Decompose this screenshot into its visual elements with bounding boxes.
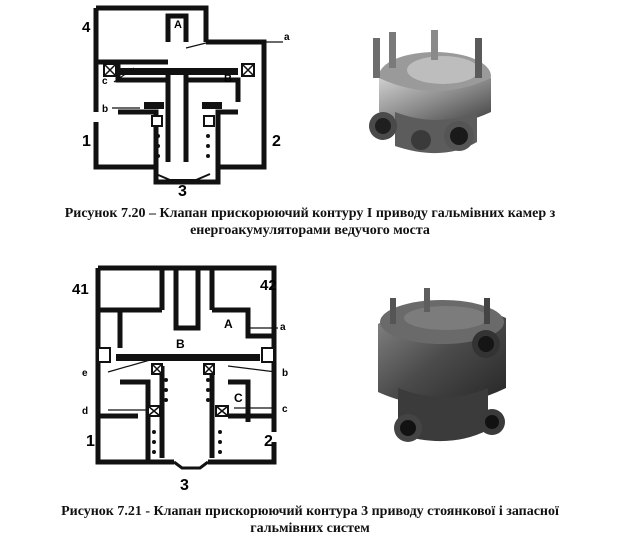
port-2-label: 2 — [272, 133, 281, 150]
callout-c-label: c — [282, 404, 288, 415]
callout-e-label: e — [82, 368, 88, 379]
callout-c-label: c — [102, 76, 108, 87]
figure-caption-7-20-line2: енергоакумуляторами ведучого моста — [190, 223, 430, 238]
port-2-label: 2 — [264, 433, 273, 450]
port-3-label: 3 — [180, 477, 189, 494]
port-4-label: 4 — [82, 19, 91, 36]
chamber-b-label: B — [176, 337, 185, 351]
callout-b-label: b — [282, 368, 288, 379]
port-42-label: 42 — [260, 277, 277, 294]
figure-caption-7-21-line2: гальмівних систем — [250, 521, 370, 536]
port-41-label: 41 — [72, 281, 89, 298]
figure-caption-7-21-line1: Рисунок 7.21 - Клапан прискорюючий конту… — [61, 504, 559, 519]
port-1-label: 1 — [82, 133, 91, 150]
chamber-b-label: B — [224, 73, 232, 85]
chamber-c-label: C — [234, 391, 243, 405]
port-1-label: 1 — [86, 433, 95, 450]
callout-a-label: a — [280, 322, 286, 333]
chamber-a-label: A — [224, 317, 233, 331]
chamber-a-label: A — [174, 19, 182, 31]
valve-schematic-7-20: 4 A B a c b 1 2 3 — [82, 5, 290, 200]
callout-d-label: d — [82, 406, 88, 417]
callout-a-label: a — [284, 32, 290, 43]
valve-photo-7-20 — [369, 30, 491, 154]
valve-photo-7-21 — [378, 288, 506, 442]
valve-schematic-7-21: 41 42 A B C a e b d c 1 2 3 — [72, 265, 288, 494]
port-3-label: 3 — [178, 183, 187, 200]
figure-caption-7-20-line1: Рисунок 7.20 – Клапан прискорюючий конту… — [64, 206, 556, 221]
callout-b-label: b — [102, 104, 108, 115]
